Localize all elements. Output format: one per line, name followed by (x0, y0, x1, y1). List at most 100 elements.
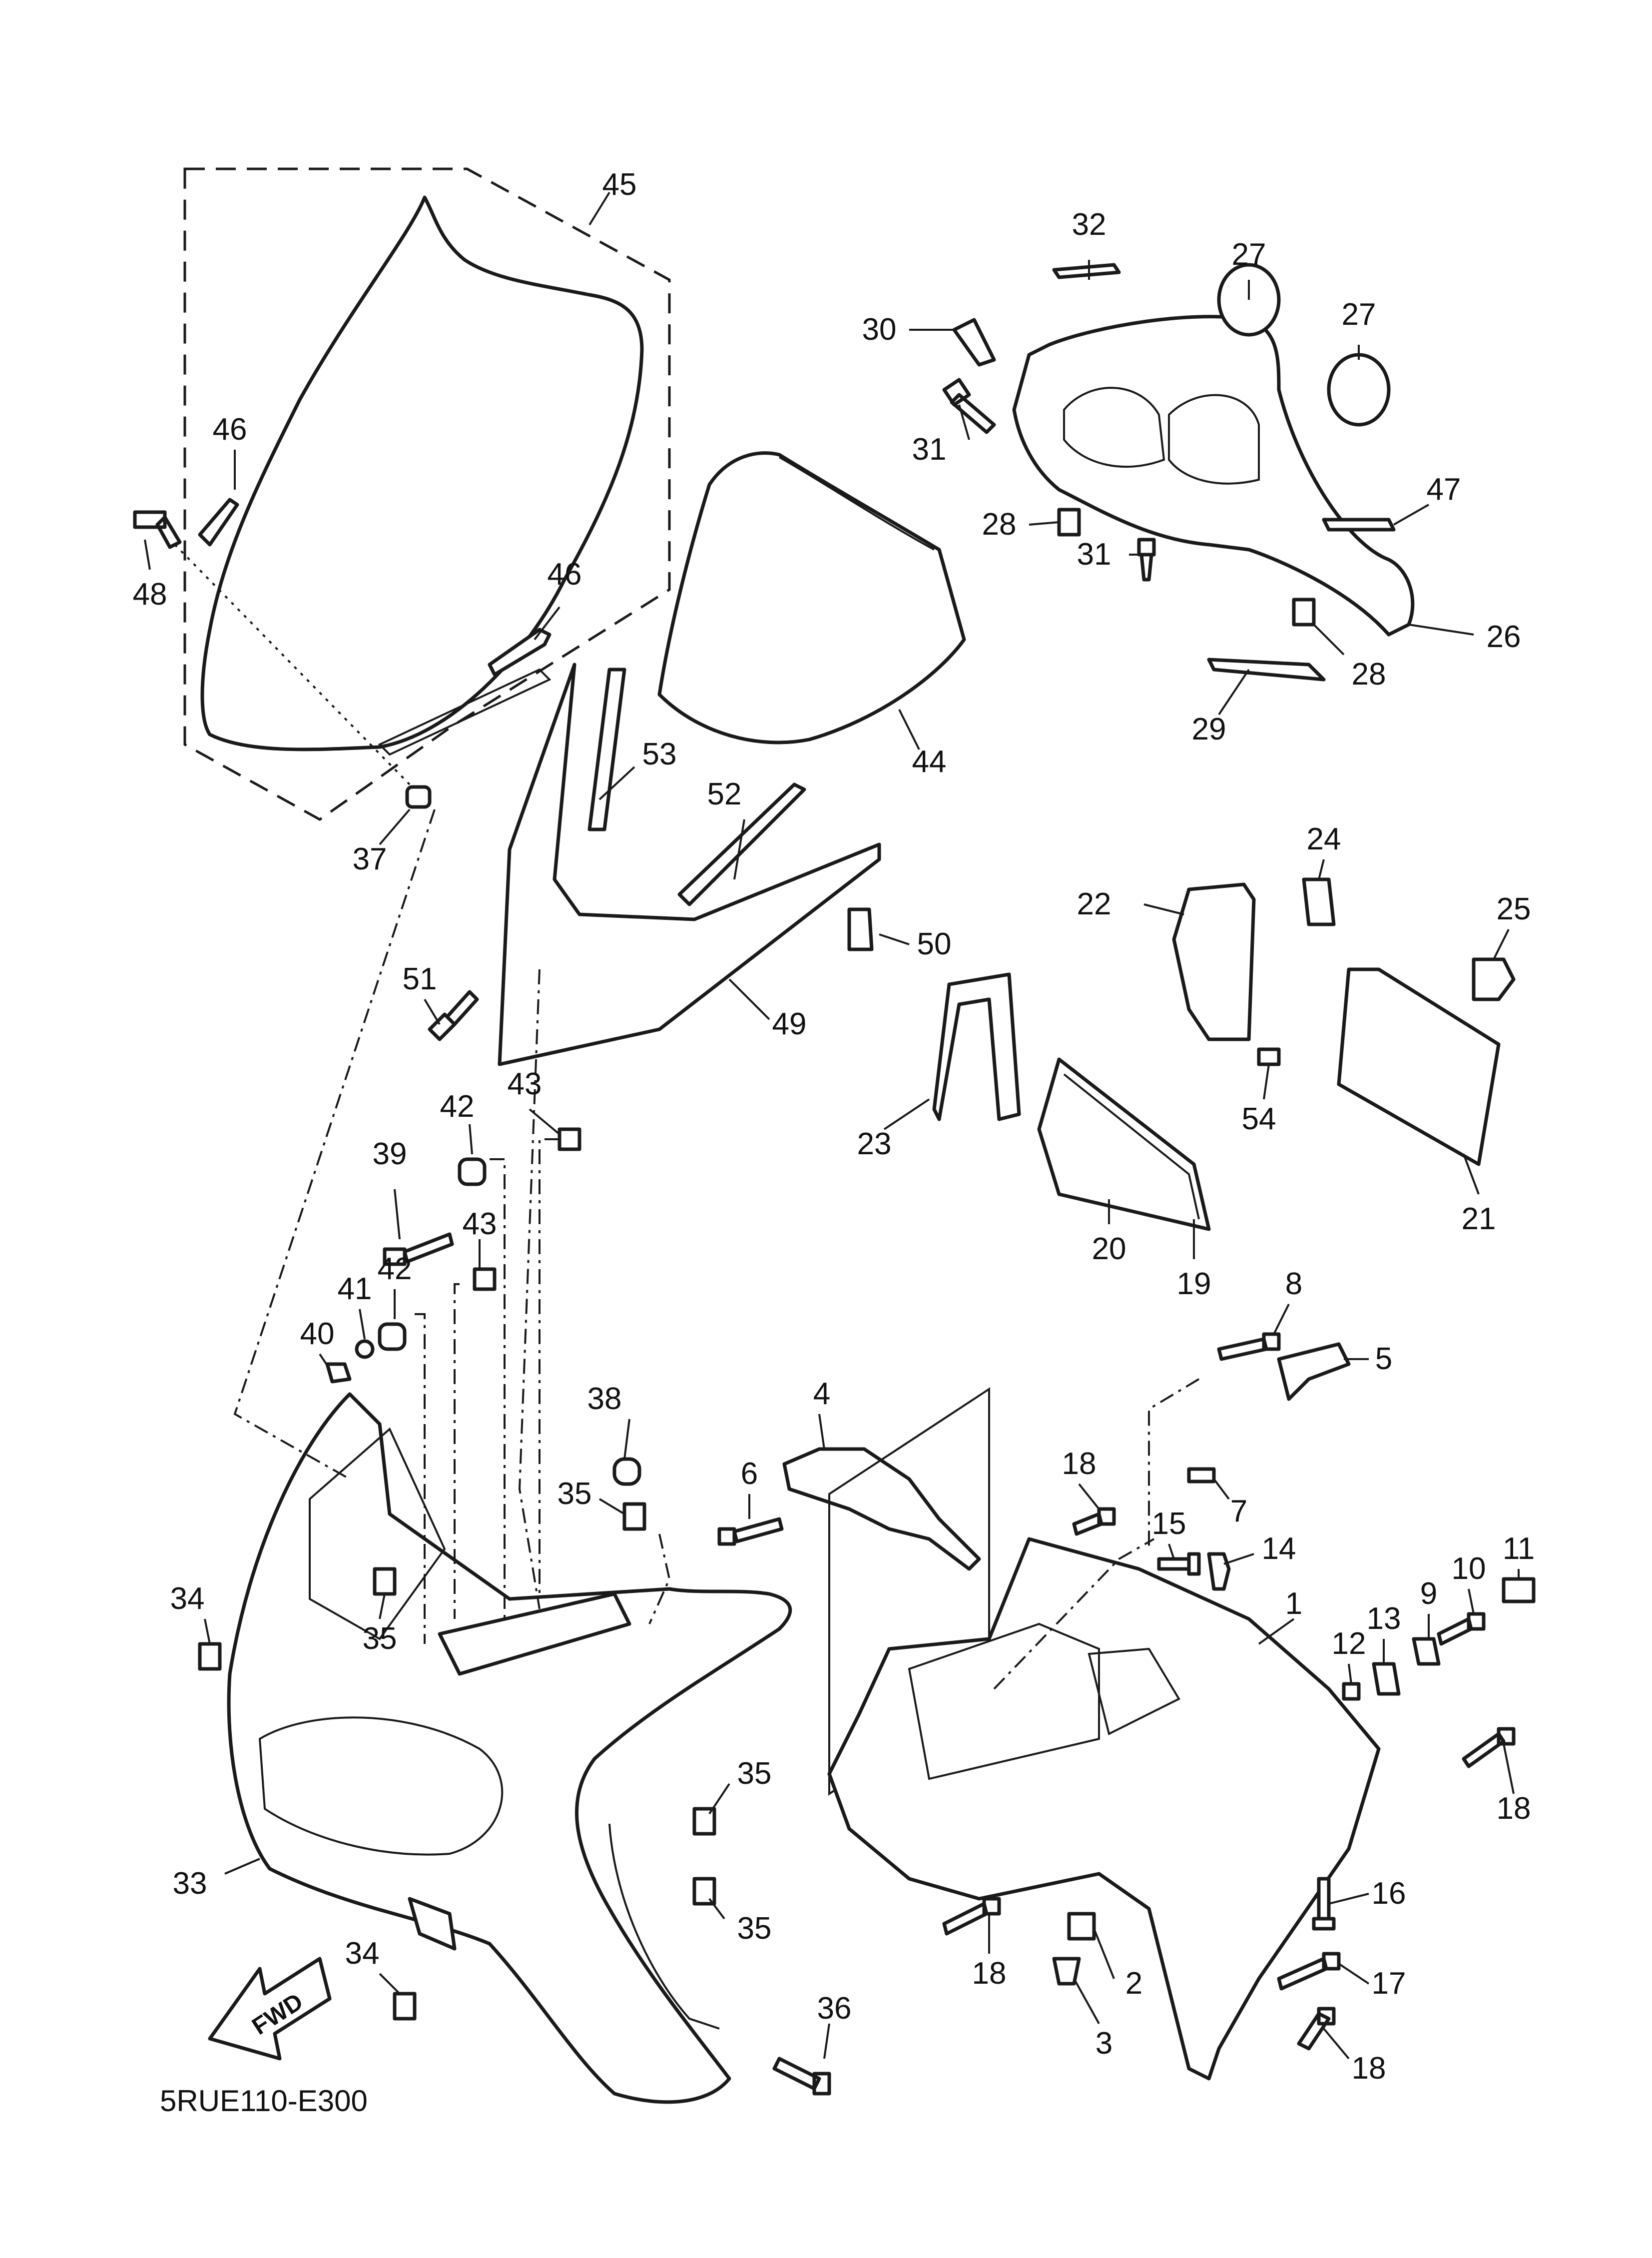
leg-shield-group (827, 1332, 1536, 2081)
screw-10 (1437, 1612, 1486, 1646)
callout-26: 26 (1487, 620, 1521, 654)
screw-18-d (1297, 2007, 1336, 2051)
leader-49 (728, 978, 770, 1020)
bolt-39 (383, 1232, 454, 1266)
lid-21 (1337, 967, 1501, 1166)
windscreen-bracket-46-upper (198, 498, 239, 547)
molding-52 (677, 782, 806, 906)
callout-34-b: 34 (345, 1936, 380, 1971)
rivet-14 (1207, 1552, 1231, 1591)
nut-40 (325, 1362, 352, 1384)
shield-panel-5 (1277, 1342, 1351, 1401)
nut-clip-13 (1372, 1662, 1401, 1696)
screen-44 (657, 451, 966, 745)
screen-44-top-edge (779, 456, 935, 551)
knob-25 (1472, 957, 1516, 1001)
callout-51: 51 (403, 962, 437, 996)
callout-42-b: 42 (440, 1089, 475, 1124)
callout-9: 9 (1420, 1576, 1437, 1611)
callout-16: 16 (1372, 1876, 1406, 1911)
leader-8 (1273, 1304, 1290, 1335)
leg-shield-1 (827, 1537, 1381, 2081)
grommet-2 (1067, 1912, 1096, 1941)
callout-42-a: 42 (378, 1252, 412, 1286)
nut-clip-28-left (1057, 508, 1081, 537)
leader-23 (883, 1098, 930, 1130)
callout-48: 48 (133, 577, 167, 612)
callout-52: 52 (707, 777, 742, 811)
inner-bracket-plate (438, 1592, 631, 1676)
leader-29 (1218, 669, 1250, 716)
front-cowl-inner-frame (309, 1427, 446, 1640)
callout-28-a: 28 (982, 507, 1017, 542)
screw-15 (1157, 1552, 1201, 1576)
callout-35-d: 35 (737, 1911, 772, 1946)
assembly-line-51-to-cowl (518, 969, 541, 1609)
pocket-22 (1172, 882, 1256, 1041)
leader-26 (1408, 624, 1474, 636)
screw-17 (1277, 1952, 1341, 1991)
leader-45 (588, 191, 610, 226)
callout-30: 30 (862, 312, 897, 347)
leader-38 (623, 1419, 630, 1460)
screw-18-c (942, 1897, 1001, 1936)
stay-group (717, 1387, 990, 1796)
callout-24: 24 (1307, 822, 1341, 856)
washer-41 (355, 1339, 375, 1359)
callout-38: 38 (587, 1382, 622, 1416)
molding-53 (587, 668, 626, 831)
collar-43-lower (473, 1267, 497, 1291)
grommet-42-lower (378, 1322, 407, 1351)
callout-46-b: 46 (548, 557, 582, 592)
callout-3: 3 (1096, 2026, 1112, 2061)
nut-clip-35-c (692, 1807, 716, 1836)
molding-29 (1207, 658, 1326, 682)
leader-36 (823, 2023, 830, 2059)
frame-20 (1037, 1057, 1211, 1231)
cowl-seal-line (608, 1823, 720, 2030)
callout-39: 39 (373, 1137, 407, 1171)
clip-30 (952, 318, 996, 367)
front-cowl-headlight-opening (258, 1716, 504, 1856)
tall-windscreen-45 (200, 195, 644, 752)
leader-17 (1338, 1963, 1370, 1985)
leader-34b (379, 1973, 401, 1995)
collar-43-upper (557, 1127, 581, 1151)
nut-clip-34-a (198, 1642, 222, 1671)
leader-35b (379, 1593, 386, 1619)
leader-41 (359, 1309, 366, 1340)
clip-9 (1412, 1637, 1441, 1666)
screw-8 (1217, 1332, 1281, 1361)
leader-53 (598, 766, 635, 800)
bolt-48 (133, 510, 182, 549)
leader-35c (708, 1783, 730, 1815)
tag-54 (1257, 1047, 1281, 1066)
callout-18-d: 18 (1352, 2051, 1386, 2086)
callout-10: 10 (1452, 1551, 1486, 1586)
fwd-arrow-icon (208, 1957, 332, 2061)
meter-cover-gauge-left (1063, 387, 1165, 468)
callout-32: 32 (1072, 207, 1106, 242)
inner-cover-group (932, 877, 1516, 1231)
callout-43-a: 43 (508, 1067, 542, 1101)
leader-28a (1029, 521, 1060, 526)
inner-panel-49 (498, 663, 881, 1066)
grommet-37 (405, 785, 432, 809)
callout-35-a: 35 (557, 1477, 592, 1511)
pad-11 (1502, 1577, 1536, 1603)
leader-47 (1393, 504, 1429, 526)
callout-45: 45 (602, 167, 637, 202)
clip-50 (847, 907, 874, 951)
callout-50: 50 (917, 927, 952, 961)
grommet-42-upper (458, 1157, 487, 1186)
leader-39 (394, 1189, 401, 1240)
inner-panel-group (428, 663, 881, 1066)
callout-14: 14 (1262, 1531, 1296, 1566)
callout-25: 25 (1497, 892, 1531, 926)
callout-41: 41 (338, 1272, 372, 1306)
assembly-line-5-to-shield (1148, 1378, 1200, 1549)
nut-clip-35-a (622, 1502, 646, 1531)
leader-51 (424, 998, 441, 1025)
callout-36: 36 (817, 1991, 852, 2026)
callout-19: 19 (1177, 1267, 1211, 1301)
